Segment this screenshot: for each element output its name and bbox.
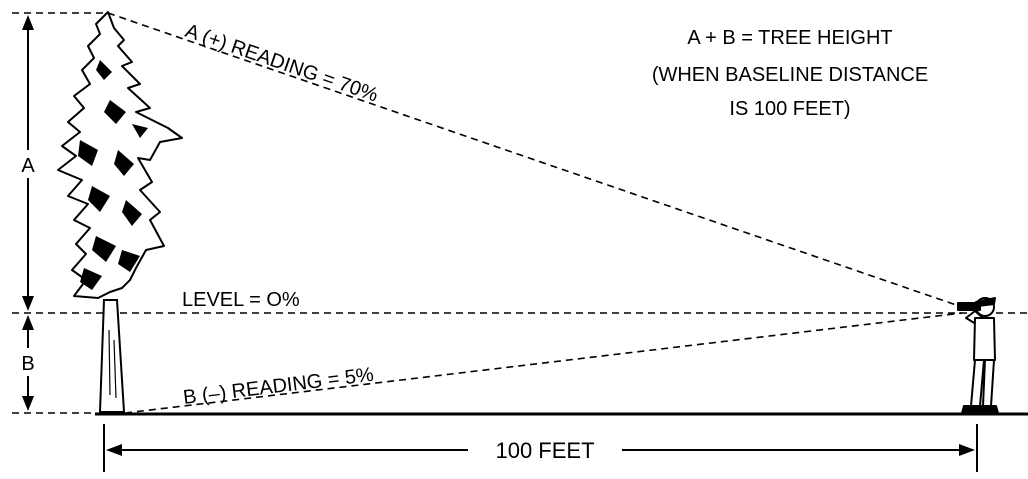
observer-figure — [957, 297, 999, 414]
formula-note: A + B = TREE HEIGHT (WHEN BASELINE DISTA… — [652, 27, 928, 120]
note-line-1: A + B = TREE HEIGHT — [687, 27, 892, 49]
dashed-guides — [12, 12, 1028, 414]
label-a: A — [21, 155, 35, 177]
label-b: B — [21, 353, 34, 375]
level-label: LEVEL = O% — [182, 289, 300, 311]
tree-illustration — [57, 11, 183, 413]
note-line-2: (WHEN BASELINE DISTANCE — [652, 64, 928, 86]
baseline-label: 100 FEET — [495, 438, 594, 463]
reading-a-label: A (+) READING = 70% — [182, 20, 381, 107]
reading-b-label: B (–) READING = 5% — [182, 364, 375, 409]
baseline-dimension — [103, 424, 978, 472]
sight-line-a — [107, 12, 963, 308]
note-line-3: IS 100 FEET) — [729, 98, 850, 120]
sight-line-b — [124, 312, 963, 414]
